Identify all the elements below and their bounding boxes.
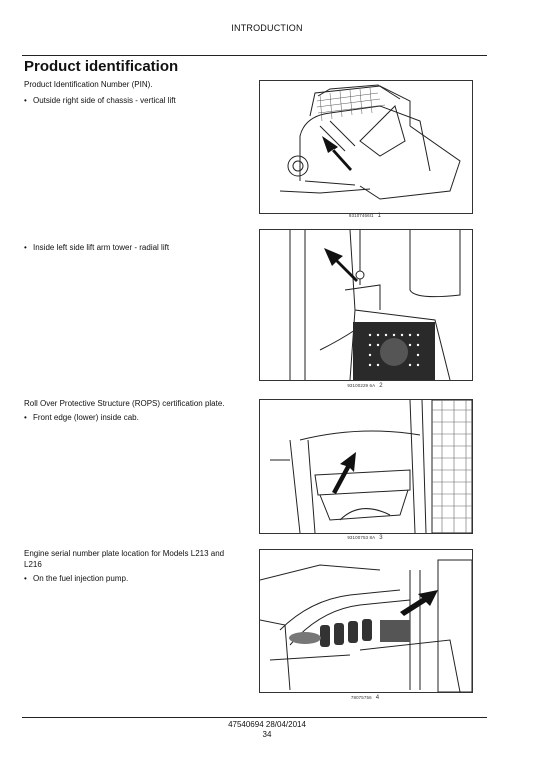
engine-illustration [260, 559, 472, 692]
list-item: Front edge (lower) inside cab. [24, 412, 249, 423]
list-item-text: On the fuel injection pump. [33, 574, 129, 583]
figure-code: 93100229 6A [347, 383, 376, 388]
engine-intro: Engine serial number plate location for … [24, 549, 225, 569]
figure-lift-arm-tower [259, 229, 473, 381]
figure-code: 78075756 [350, 695, 372, 700]
loader-illustration [279, 84, 461, 200]
list-item-text: Front edge (lower) inside cab. [33, 413, 139, 422]
figure-code: 93107466I1 [348, 213, 374, 218]
running-header: INTRODUCTION [231, 23, 303, 33]
arrow-icon [322, 136, 352, 171]
page-number: 34 [262, 730, 272, 739]
figure-number: 4 [375, 695, 380, 701]
list-item: Outside right side of chassis - vertical… [24, 95, 249, 106]
figure-number: 3 [379, 535, 383, 541]
cab-illustration [270, 400, 472, 533]
pin-intro: Product Identification Number (PIN). [24, 80, 153, 89]
arrow-icon [324, 248, 358, 282]
bullet [24, 574, 33, 583]
figure-code: 93100753 8A [347, 535, 376, 540]
arrow-icon [400, 590, 438, 616]
figure-fuel-injection-pump [259, 549, 473, 693]
footer-doc-info: 47540694 28/04/2014 [228, 720, 306, 729]
list-item-text: Inside left side lift arm tower - radial… [33, 243, 170, 252]
list-item: On the fuel injection pump. [24, 573, 249, 584]
arrow-icon [332, 452, 356, 494]
page-title: Product identification [24, 58, 179, 75]
lift-tower-illustration [289, 230, 461, 380]
bullet [24, 413, 33, 422]
list-item-text: Outside right side of chassis - vertical… [33, 96, 176, 105]
rops-intro: Roll Over Protective Structure (ROPS) ce… [24, 399, 225, 408]
bullet [24, 243, 33, 252]
figure-rops-plate [259, 399, 473, 534]
figure-number: 1 [377, 213, 382, 219]
bullet [24, 96, 33, 105]
figure-number: 2 [379, 383, 383, 389]
list-item: Inside left side lift arm tower - radial… [24, 242, 249, 253]
footer-rule [22, 717, 487, 718]
header-rule [22, 55, 487, 56]
figure-vertical-lift-chassis [259, 80, 473, 214]
